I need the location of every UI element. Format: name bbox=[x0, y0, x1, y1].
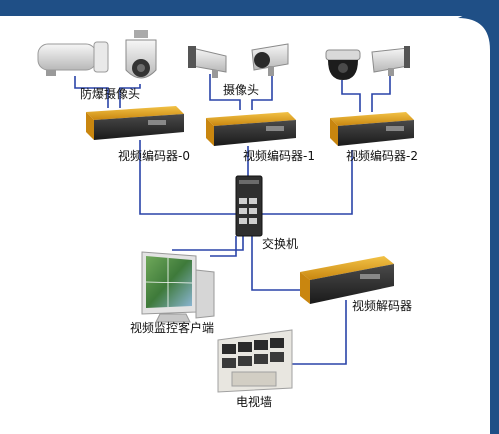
video-wall-label: 电视墙 bbox=[236, 394, 272, 409]
video-decoder-icon bbox=[300, 256, 394, 304]
link-switch-decoder bbox=[251, 236, 306, 291]
encoder-2-label: 视频编码器-2 bbox=[346, 148, 418, 163]
bullet-camera-icon bbox=[188, 46, 227, 78]
link-cam-bullet2-encoder1 bbox=[251, 74, 273, 110]
monitor-client-label: 视频监控客户端 bbox=[130, 320, 214, 335]
encoder-0-label: 视频编码器-0 bbox=[118, 148, 190, 163]
switch-label: 交换机 bbox=[262, 236, 298, 251]
speed-dome-camera-icon bbox=[125, 30, 157, 79]
link-cam-bullet3-encoder2 bbox=[371, 72, 391, 112]
connection-lines bbox=[74, 72, 391, 365]
bullet-camera-icon bbox=[251, 43, 289, 76]
link-cam-dome-encoder2 bbox=[341, 80, 361, 112]
link-encoder0-switch bbox=[139, 140, 236, 215]
link-encoder2-switch bbox=[262, 150, 353, 215]
decoder-label: 视频解码器 bbox=[352, 298, 412, 313]
camera-label: 摄像头 bbox=[223, 82, 259, 97]
explosion-proof-camera-label: 防爆摄像头 bbox=[80, 86, 140, 101]
video-wall-icon bbox=[217, 329, 293, 393]
video-encoder-icon bbox=[330, 112, 414, 146]
link-switch-client2 bbox=[210, 236, 237, 257]
dome-camera-icon bbox=[325, 49, 361, 80]
link-cam-bullet-encoder1 bbox=[209, 74, 241, 110]
monitor-icon bbox=[141, 251, 215, 323]
link-cam-speeddome-encoder0 bbox=[119, 84, 141, 108]
network-switch-icon bbox=[235, 175, 263, 237]
link-cam-explosion-encoder0 bbox=[74, 76, 109, 108]
encoder-1-label: 视频编码器-1 bbox=[243, 148, 315, 163]
video-encoder-icon bbox=[86, 106, 184, 140]
bullet-camera-icon bbox=[371, 46, 410, 76]
link-switch-client bbox=[172, 236, 244, 251]
video-encoder-icon bbox=[206, 112, 296, 146]
bullet-camera-icon bbox=[37, 41, 109, 76]
link-decoder-wall bbox=[292, 300, 347, 365]
